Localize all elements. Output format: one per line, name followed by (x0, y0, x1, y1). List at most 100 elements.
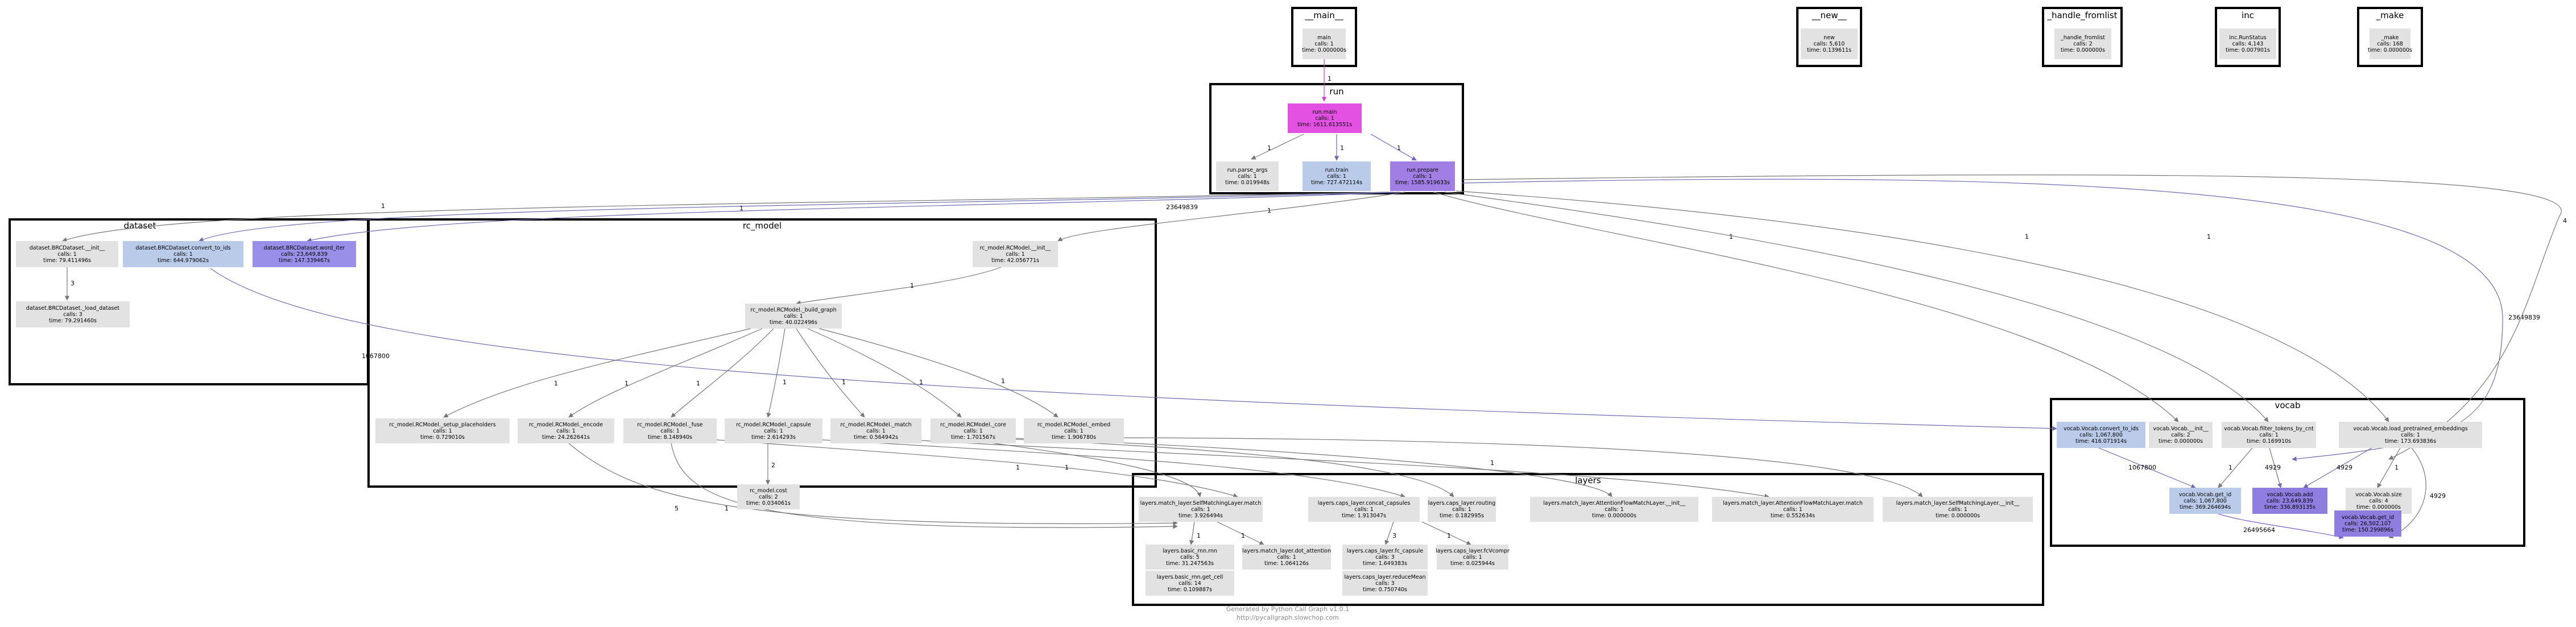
edge-prep-vc-load (1456, 190, 2389, 422)
node-label-line: calls: 5,610 (1814, 41, 1845, 47)
node-label-line: run.parse_args (1227, 167, 1268, 173)
node-label-line: time: 0.000000s (1302, 47, 1346, 53)
node-label-line: time: 147.339467s (279, 258, 330, 264)
node-label-line: run.prepare (1407, 167, 1438, 173)
node-label-line: vocab.Vocab.size (2355, 492, 2402, 498)
node-label-line: calls: 1 (173, 251, 193, 258)
node-ly-sms-init[interactable]: layers.match_layer.SelfMatchingLayer.__i… (1883, 497, 2033, 522)
edge-label-filter-add: 4929 (2265, 464, 2281, 471)
node-label-line: calls: 1 (1314, 41, 1334, 47)
node-vc-load[interactable]: vocab.Vocab.load_pretrained_embeddingsca… (2339, 422, 2482, 448)
edge-label-concat-capsule: 3 (1392, 532, 1396, 539)
node-label-line: calls: 4,143 (2232, 41, 2264, 47)
node-ly-afm-match[interactable]: layers.match_layer.AttentionFlowMatchLay… (1712, 497, 1874, 522)
node-ly-afm-init[interactable]: layers.match_layer.AttentionFlowMatchLay… (1530, 497, 1698, 522)
node-label-line: calls: 1 (433, 428, 452, 434)
node-label-line: time: 0.000000s (2159, 438, 2203, 445)
node-label-line: time: 0.000000s (2061, 47, 2105, 53)
node-label-line: time: 24.262641s (542, 434, 590, 441)
node-label-line: calls: 1 (1064, 428, 1084, 434)
node-label-line: time: 79.291460s (49, 318, 97, 324)
edge-label-build-embed: 1 (1001, 377, 1005, 385)
node-label-line: calls: 1,067,800 (2184, 498, 2227, 504)
edge-build-setup (443, 328, 751, 418)
node-label-line: calls: 2 (759, 494, 778, 500)
edge-label-prep-vc-add: 23649839 (2508, 314, 2540, 321)
cluster-handle-fromlist: _handle_fromlist (2042, 7, 2123, 67)
cluster-title-new: __new__ (1811, 10, 1847, 21)
edge-build-encode (568, 328, 763, 418)
node-ly-sms-match[interactable]: layers.match_layer.SelfMatchingLayer.mat… (1139, 497, 1263, 522)
cluster-title-vocab: vocab (2275, 400, 2300, 410)
node-label-line: time: 1.701567s (951, 434, 995, 441)
node-label-line: calls: 23,649,839 (281, 251, 328, 258)
edge-build-capsule (766, 328, 785, 418)
cluster-title-handle-fromlist: _handle_fromlist (2046, 10, 2117, 21)
node-rc-setup[interactable]: rc_model.RCModel._setup_placeholderscall… (375, 418, 510, 443)
node-ds-init[interactable]: dataset.BRCDataset.__init__calls: 1time:… (16, 241, 118, 267)
edge-ds-convert-vc (210, 268, 2057, 431)
node-label-line: _make (2381, 35, 2399, 41)
edge-build-fuse (671, 328, 774, 418)
node-label-line: rc_model.RCModel._embed (1037, 422, 1110, 428)
edge-prep-ds-word (307, 192, 1400, 243)
edge-label-fuse-layers: 1 (1016, 464, 1020, 471)
node-label-line: dataset.BRCDataset._load_dataset (26, 305, 119, 312)
cluster-title-layers: layers (1575, 475, 1601, 485)
node-label-line: calls: 2 (2073, 41, 2093, 47)
edge-label-vc-convert-getid: 1067800 (2128, 464, 2156, 471)
node-label-line: inc.RunStatus (2229, 35, 2266, 41)
node-label-line: rc_model.RCModel._core (940, 422, 1006, 428)
cluster-layers: layers (1132, 473, 2044, 606)
node-label-line: calls: 1 (2259, 432, 2279, 438)
node-label-line: time: 79.411496s (43, 258, 91, 264)
node-label-line: calls: 1 (1315, 115, 1334, 122)
edge-core-sms-match (961, 438, 1202, 497)
node-label-line: time: 416.071914s (2075, 438, 2127, 445)
node-label-line: calls: 1 (660, 428, 680, 434)
node-label-line: calls: 1 (1354, 506, 1374, 513)
node-label-line: time: 150.299896s (2342, 527, 2393, 533)
node-label-line: _handle_fromlist (2060, 35, 2105, 41)
edge-run-prepare (1370, 134, 1417, 161)
edge-label-capsule-cost: 2 (771, 462, 775, 469)
node-ly-concat[interactable]: layers.caps_layer.concat_capsulescalls: … (1308, 497, 1420, 522)
node-label-line: layers.basic_rnn.get_cell (1157, 574, 1223, 580)
edge-run-parse (1251, 134, 1304, 160)
node-ds-convert[interactable]: dataset.BRCDataset.convert_to_idscalls: … (123, 241, 243, 267)
